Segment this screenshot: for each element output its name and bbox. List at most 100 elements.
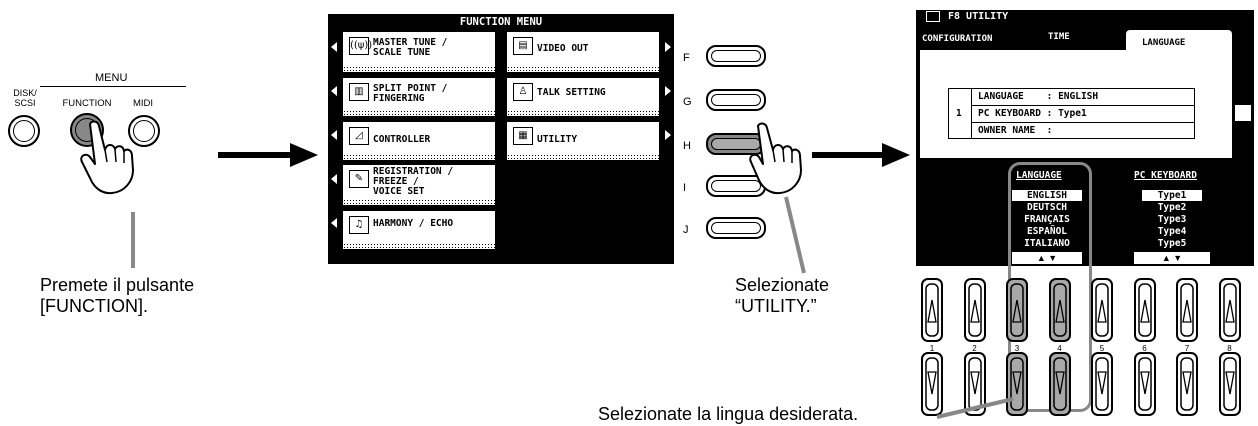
button-6-up[interactable] (1133, 278, 1156, 342)
language-header: LANGUAGE (1016, 170, 1062, 181)
language-option[interactable]: ESPAÑOL (1026, 226, 1068, 237)
caption-utility: Selezionate “UTILITY.” (735, 275, 830, 316)
utility-screen: F8 UTILITY CONFIGURATION TIME LANGUAGE 1… (916, 10, 1254, 266)
button-7-down[interactable] (1176, 352, 1198, 416)
button-6-down[interactable] (1133, 352, 1156, 416)
menu-item-registration[interactable]: ✎ REGISTRATION / FREEZE / VOICE SET (342, 164, 496, 206)
function-menu-screen: FUNCTION MENU ((ψ)) MASTER TUNE / SCALE … (328, 14, 674, 264)
left-arrow-icon (331, 42, 337, 52)
menu-item-split-point[interactable]: ▥ SPLIT POINT / FINGERING (342, 77, 496, 117)
microphone-icon: ♙ (513, 83, 533, 101)
arrow-right-icon (218, 143, 318, 167)
language-option[interactable]: DEUTSCH (1026, 202, 1068, 213)
language-option[interactable]: ITALIANO (1024, 238, 1070, 249)
right-arrow-icon (665, 42, 671, 52)
up-arrow-icon (1180, 283, 1194, 337)
pc-keyboard-scroll-arrows[interactable]: ▲ ▼ (1134, 252, 1210, 264)
menu-item-controller[interactable]: ◿ CONTROLLER (342, 121, 496, 161)
button-label-f: F (683, 52, 690, 64)
table-row: OWNER NAME : (978, 125, 1053, 136)
language-panel: 1 LANGUAGE : ENGLISH PC KEYBOARD : Type1… (920, 50, 1232, 158)
keyboard-icon: ▥ (349, 83, 369, 101)
utility-icon: ▦ (513, 127, 533, 145)
button-7-up[interactable] (1176, 278, 1198, 342)
pc-keyboard-option[interactable]: Type1 (1142, 190, 1202, 201)
up-arrow-icon (925, 283, 939, 337)
button-label-g: G (683, 96, 692, 108)
up-arrow-icon (1095, 283, 1109, 337)
up-arrow-icon (1010, 283, 1024, 337)
utility-title: F8 UTILITY (948, 11, 1009, 22)
pc-keyboard-option[interactable]: Type3 (1157, 214, 1187, 225)
down-arrow-icon (1095, 357, 1109, 411)
button-2-down[interactable] (963, 352, 986, 416)
pc-keyboard-option[interactable]: Type5 (1157, 238, 1187, 249)
utility-icon (1234, 104, 1252, 122)
midi-label: MIDI (132, 98, 154, 109)
button-label-j: J (683, 224, 689, 236)
language-option[interactable]: FRANÇAIS (1024, 214, 1070, 225)
language-option[interactable]: ENGLISH (1012, 190, 1082, 201)
utility-icon (926, 11, 940, 22)
language-scroll-arrows[interactable]: ▲ ▼ (1012, 252, 1082, 264)
pc-keyboard-option[interactable]: Type4 (1157, 226, 1187, 237)
button-4-up[interactable] (1048, 278, 1071, 342)
menu-item-talk-setting[interactable]: ♙ TALK SETTING (506, 77, 660, 117)
table-row: PC KEYBOARD : Type1 (978, 108, 1087, 119)
caption-function: Premete il pulsante [FUNCTION]. (40, 275, 195, 316)
button-label-h: H (683, 140, 691, 152)
video-icon: ▤ (513, 37, 533, 55)
menu-item-master-tune[interactable]: ((ψ)) MASTER TUNE / SCALE TUNE (342, 31, 496, 73)
up-arrow-icon (1137, 283, 1152, 337)
right-arrow-icon (665, 130, 671, 140)
left-arrow-icon (331, 174, 337, 184)
pointing-hand-icon (80, 120, 134, 195)
left-arrow-icon (331, 130, 337, 140)
down-arrow-icon (1010, 357, 1024, 411)
button-number-label: 8 (1227, 344, 1232, 353)
function-j-button[interactable] (706, 217, 766, 239)
pc-keyboard-option[interactable]: Type2 (1157, 202, 1187, 213)
menu-item-harmony-echo[interactable]: ♫ HARMONY / ECHO (342, 210, 496, 250)
tab-language[interactable]: LANGUAGE (1142, 38, 1186, 48)
down-arrow-icon (1222, 357, 1237, 411)
tab-time[interactable]: TIME (1048, 32, 1070, 42)
disk-scsi-button[interactable] (8, 115, 40, 147)
up-arrow-icon (1052, 283, 1067, 337)
pc-keyboard-header: PC KEYBOARD (1134, 170, 1197, 181)
button-number-label: 2 (972, 344, 977, 353)
function-g-button[interactable] (706, 89, 766, 111)
tab-configuration[interactable]: CONFIGURATION (922, 34, 993, 44)
button-1-up[interactable] (921, 278, 943, 342)
midi-button[interactable] (128, 115, 160, 147)
menu-item-utility[interactable]: ▦ UTILITY (506, 121, 660, 161)
leader-line-function (131, 212, 135, 268)
button-1-down[interactable] (921, 352, 943, 416)
button-3-up[interactable] (1006, 278, 1028, 342)
disk-scsi-label: DISK/ SCSI (13, 88, 37, 108)
menu-item-video-out[interactable]: ▤ VIDEO OUT (506, 31, 660, 73)
button-8-down[interactable] (1218, 352, 1241, 416)
menu-label: MENU (95, 72, 128, 84)
registration-icon: ✎ (349, 170, 369, 188)
tuning-icon: ((ψ)) (349, 37, 372, 55)
button-label-i: I (683, 182, 687, 194)
down-arrow-icon (1180, 357, 1194, 411)
function-i-button[interactable] (706, 175, 766, 197)
button-number-label: 5 (1099, 344, 1105, 353)
button-4-down[interactable] (1048, 352, 1071, 416)
pointing-hand-icon (749, 122, 802, 195)
table-index: 1 (956, 108, 962, 119)
button-8-up[interactable] (1218, 278, 1241, 342)
down-arrow-icon (1052, 357, 1067, 411)
right-arrow-icon (665, 86, 671, 96)
down-arrow-icon (1137, 357, 1152, 411)
button-5-down[interactable] (1091, 352, 1113, 416)
button-2-up[interactable] (963, 278, 986, 342)
left-arrow-icon (331, 86, 337, 96)
function-f-button[interactable] (706, 45, 766, 67)
button-5-up[interactable] (1091, 278, 1113, 342)
button-number-label: 6 (1142, 344, 1147, 353)
down-arrow-icon (925, 357, 939, 411)
